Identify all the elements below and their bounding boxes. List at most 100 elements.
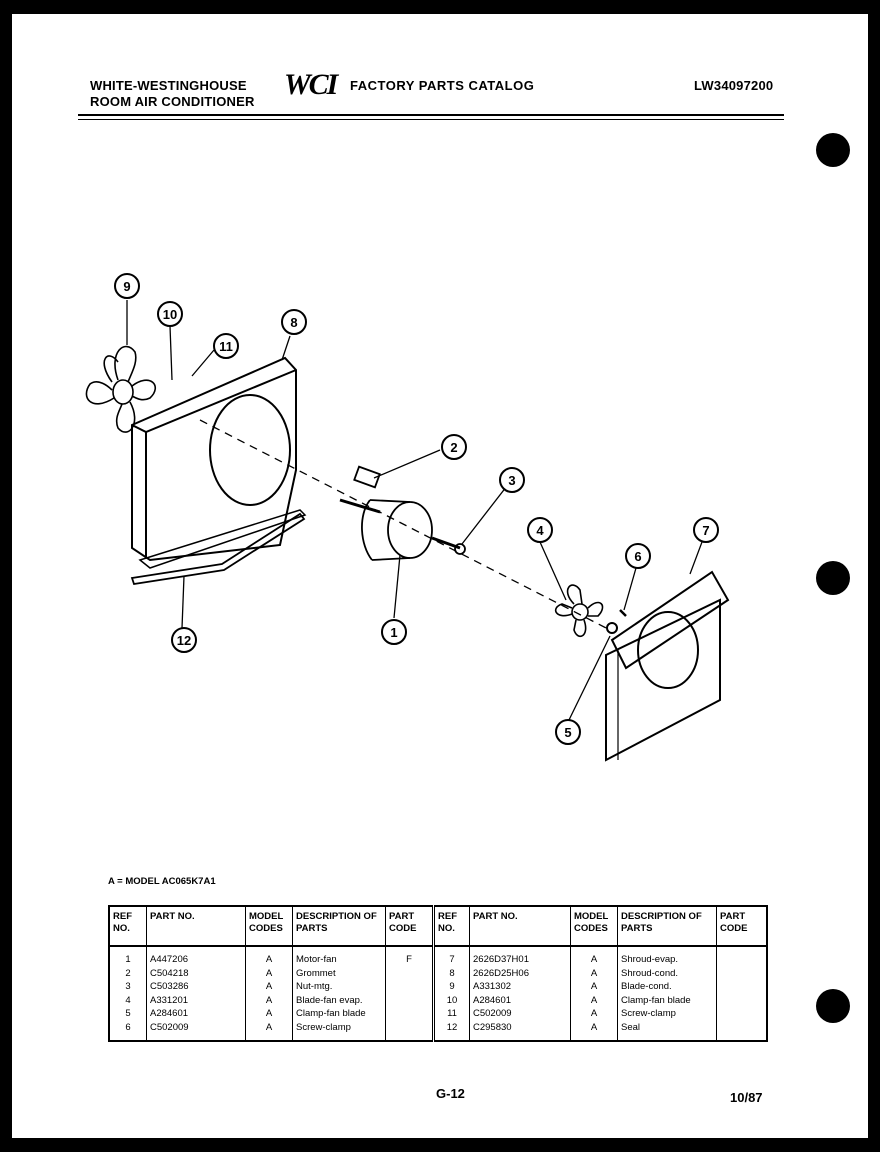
cell-ref: 10 [432,993,470,1007]
cell-part: C504218 [146,966,246,980]
cell-part: 2626D37H01 [469,946,571,967]
cell-code [716,1020,767,1041]
svg-text:6: 6 [634,549,641,564]
cell-code [716,946,767,967]
cell-ref: 9 [432,980,470,994]
clamp-drawing [606,622,618,634]
binder-hole-middle [816,561,850,595]
svg-text:5: 5 [564,725,571,740]
cell-desc: Blade-cond. [617,980,717,994]
cell-part: 2626D25H06 [469,966,571,980]
axis-line [199,419,611,631]
cell-part: C503286 [146,980,246,994]
cell-part: A447206 [146,946,246,967]
header-rule-thin [78,119,784,120]
evaporator-fan-blade-drawing [554,584,604,638]
col-part-code: PART CODE [385,906,434,947]
cell-desc: Seal [617,1020,717,1041]
catalog-number: LW34097200 [694,78,774,93]
evaporator-shroud-drawing [605,570,730,762]
col-ref-no: REF NO. [109,906,147,947]
cell-ref: 5 [125,1008,131,1019]
condenser-fan-blade-drawing [85,345,156,433]
cell-code [385,1020,434,1041]
cell-desc: Shroud-cond. [617,966,717,980]
cell-desc: Clamp-fan blade [292,1007,386,1021]
svg-text:7: 7 [702,523,709,538]
col-model-codes-2: MODEL CODES [570,906,618,947]
cell-code [716,966,767,980]
svg-text:2: 2 [450,440,457,455]
cell-model: A [570,993,618,1007]
col-part-no-2: PART NO. [469,906,571,947]
cell-part: A284601 [146,1007,246,1021]
cell-ref: 1 [125,954,131,965]
callout-8: 8 [281,309,307,335]
cell-model: A [570,946,618,967]
cell-ref: 11 [432,1007,470,1021]
cell-code [385,966,434,980]
cell-model: A [245,1007,293,1021]
model-code-note: A = MODEL AC065K7A1 [108,876,216,887]
svg-text:1: 1 [390,625,397,640]
callout-6: 6 [625,543,651,569]
cell-model: A [245,980,293,994]
callout-10: 10 [157,301,183,327]
brand-line-1: WHITE-WESTINGHOUSE [90,78,247,93]
callout-markers: 9 10 11 8 2 3 4 6 7 1 12 5 [114,273,719,745]
cell-code [385,980,434,994]
cell-ref: 2 [125,967,131,979]
cell-model: A [570,1007,618,1021]
cell-ref: 6 [125,1021,131,1033]
cell-code [716,980,767,994]
revision-date: 10/87 [730,1090,763,1105]
cell-model: A [570,980,618,994]
svg-text:12: 12 [177,633,191,648]
screw-drawing [619,609,627,617]
col-description: DESCRIPTION OF PARTS [292,906,386,947]
motor-drawing [339,465,466,561]
callout-4: 4 [527,517,553,543]
cell-part: C295830 [469,1020,571,1041]
cell-part: A331302 [469,980,571,994]
svg-text:11: 11 [219,339,233,354]
svg-text:8: 8 [290,315,297,330]
callout-5: 5 [555,719,581,745]
cell-code [385,1007,434,1021]
wci-logo: WCI [284,68,338,101]
cell-ref: 4 [125,994,131,1006]
callout-7: 7 [693,517,719,543]
svg-text:4: 4 [536,523,544,538]
callout-11: 11 [213,333,239,359]
cell-model: A [245,966,293,980]
col-part-no: PART NO. [146,906,246,947]
cell-code [716,1007,767,1021]
callout-leaders [126,300,703,723]
cell-model: A [245,946,293,967]
cell-model: A [245,993,293,1007]
col-ref-no-2: REF NO. [432,906,470,947]
binder-hole-bottom [816,989,850,1023]
cell-desc: Screw-clamp [292,1020,386,1041]
seal-drawing [130,512,306,586]
cell-ref: 12 [432,1020,470,1041]
cell-desc: Blade-fan evap. [292,993,386,1007]
col-model-codes: MODEL CODES [245,906,293,947]
page-number: G-12 [436,1086,465,1101]
callout-9: 9 [114,273,140,299]
callout-12: 12 [171,627,197,653]
catalog-title: FACTORY PARTS CATALOG [350,78,535,93]
table-header-row: REF NO. PART NO. MODEL CODES DESCRIPTION… [109,906,767,947]
parts-table: REF NO. PART NO. MODEL CODES DESCRIPTION… [108,905,768,1042]
cell-code [385,993,434,1007]
cell-part: C502009 [469,1007,571,1021]
cell-desc: Grommet [292,966,386,980]
cell-part: A331201 [146,993,246,1007]
cell-model: A [245,1020,293,1041]
